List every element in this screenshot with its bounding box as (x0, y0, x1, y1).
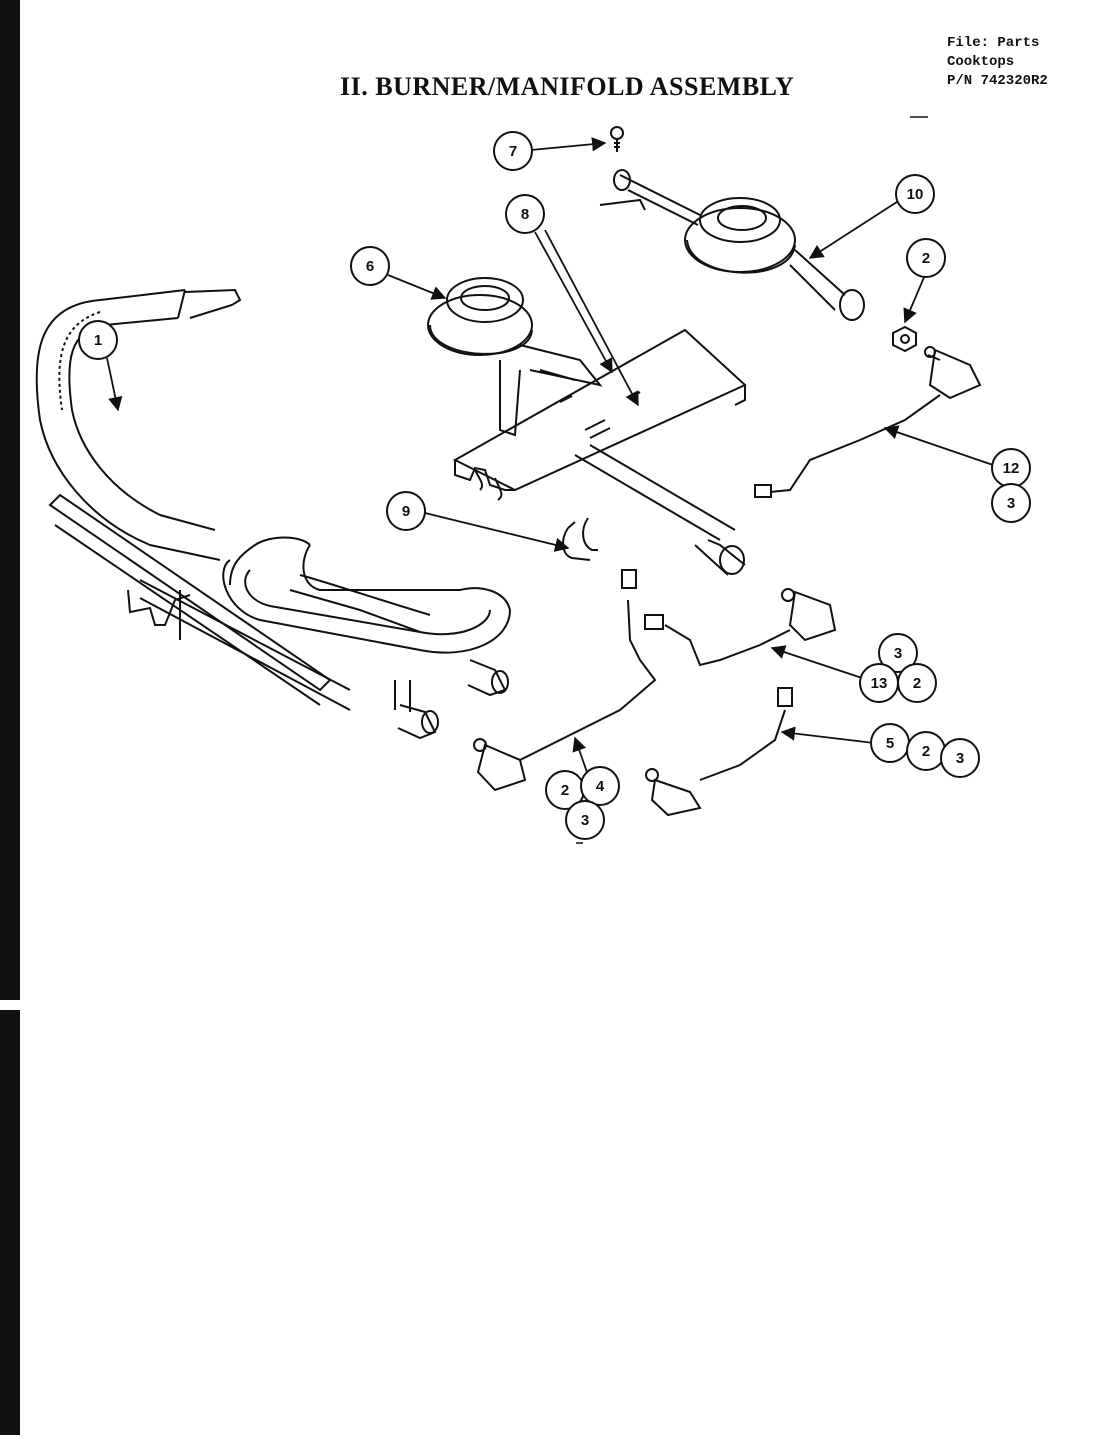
callout-3-4: 3 (565, 800, 605, 840)
callout-13: 13 (859, 663, 899, 703)
file-info-line-3: P/N 742320R2 (947, 73, 1048, 89)
svg-text:1: 1 (94, 332, 102, 349)
page-scan-edge-top (0, 0, 20, 1000)
leader-lines (106, 137, 994, 776)
svg-text:4: 4 (596, 778, 605, 795)
page-title: II. BURNER/MANIFOLD ASSEMBLY (340, 72, 795, 101)
svg-text:10: 10 (907, 186, 924, 203)
callout-10: 10 (895, 174, 935, 214)
callout-3-13: 3 (878, 633, 918, 673)
valve-tube-part-13 (644, 588, 837, 667)
svg-text:7: 7 (509, 143, 517, 160)
svg-text:2: 2 (913, 675, 921, 692)
callout-9: 9 (386, 491, 426, 531)
svg-text:6: 6 (366, 258, 374, 275)
svg-text:9: 9 (402, 503, 410, 520)
callout-7: 7 (493, 131, 533, 171)
svg-text:2: 2 (561, 782, 569, 799)
callout-3-12: 3 (991, 483, 1031, 523)
callout-5: 5 (870, 723, 910, 763)
file-info-line-1: File: Parts (947, 35, 1040, 51)
svg-text:3: 3 (894, 645, 902, 662)
callout-2-5: 2 (906, 731, 946, 771)
svg-text:2: 2 (922, 743, 930, 760)
callout-12: 12 (991, 448, 1031, 488)
svg-text:5: 5 (886, 735, 894, 752)
callout-8: 8 (505, 194, 545, 234)
burner-head-part-6 (427, 277, 603, 437)
svg-text:8: 8 (521, 206, 529, 223)
svg-text:13: 13 (871, 675, 888, 692)
valve-tube-part-5 (645, 687, 793, 817)
callout-3-5: 3 (940, 738, 980, 778)
callout-6: 6 (350, 246, 390, 286)
callouts: 1 6 7 8 9 10 2 12 3 3 13 2 5 2 3 2 4 3 (78, 131, 1031, 840)
valve-tube-part-12 (754, 346, 982, 498)
svg-text:12: 12 (1003, 460, 1020, 477)
file-info: File: Parts Cooktops P/N 742320R2 (947, 34, 1048, 91)
nut-part-2 (892, 325, 917, 353)
svg-text:2: 2 (922, 250, 930, 267)
clip-part-9 (562, 517, 598, 561)
callout-2-13: 2 (897, 663, 937, 703)
callout-4: 4 (580, 766, 620, 806)
screw-part-7 (610, 126, 624, 152)
callout-2-nut: 2 (906, 238, 946, 278)
valve-tube-part-4 (473, 569, 657, 792)
svg-text:3: 3 (956, 750, 964, 767)
file-info-line-2: Cooktops (947, 54, 1015, 70)
svg-text:3: 3 (581, 812, 589, 829)
callout-1: 1 (78, 320, 118, 360)
page-scan-edge-bottom (0, 1010, 20, 1435)
manifold-bracket-part-8 (452, 328, 747, 576)
burner-head-part-10 (599, 169, 865, 321)
svg-text:3: 3 (1007, 495, 1015, 512)
